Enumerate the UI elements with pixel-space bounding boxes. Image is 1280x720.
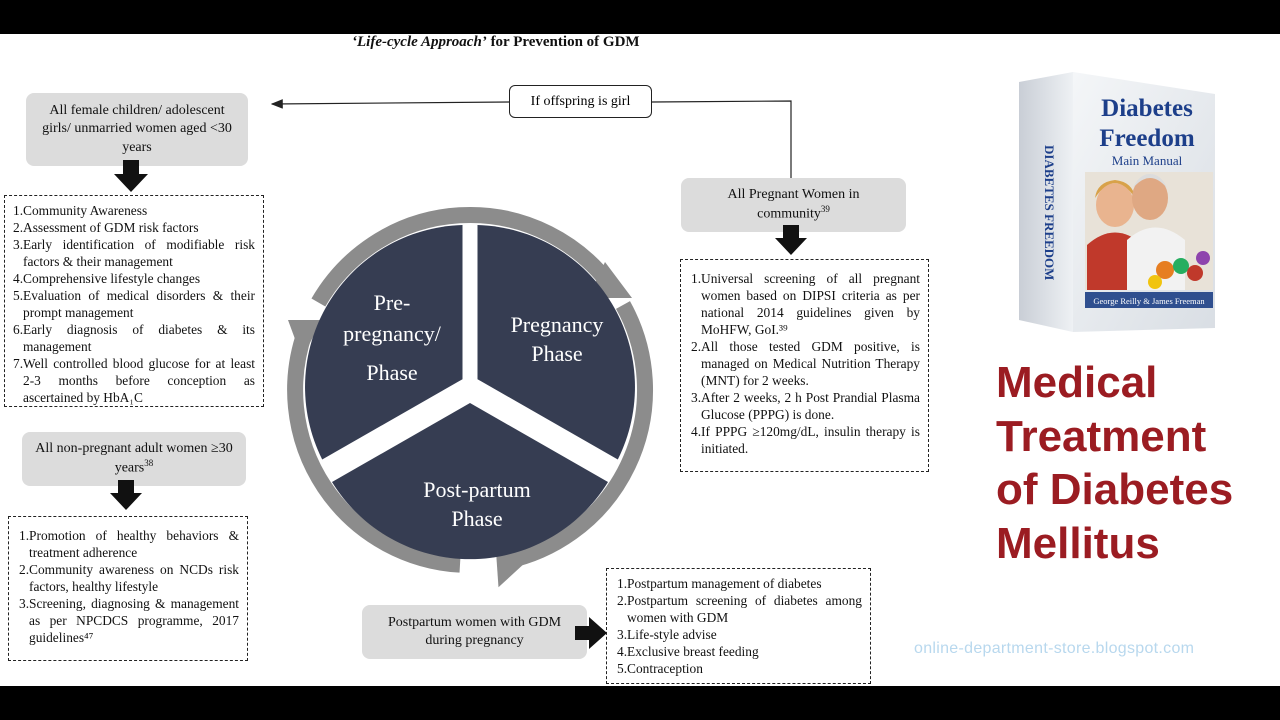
- book-title: Diabetes: [1101, 95, 1193, 122]
- pregnancy-label: Pregnancy: [511, 312, 604, 337]
- female-children-list: 1.Community Awareness 2.Assessment of GD…: [13, 202, 255, 406]
- headline-line: Treatment: [996, 411, 1207, 461]
- nonpregnant-list: 1.Promotion of healthy behaviors & treat…: [19, 527, 239, 646]
- list-item: 3.After 2 weeks, 2 h Post Prandial Plasm…: [691, 390, 920, 423]
- offspring-label: If offspring is girl: [530, 93, 631, 109]
- postpartum-list: 1.Postpartum management of diabetes 2.Po…: [617, 575, 862, 677]
- pregnant-women-list: 1.Universal screening of all pregnant wo…: [691, 270, 920, 457]
- book-spine: [1019, 72, 1073, 332]
- book-authors: George Reilly & James Freeman: [1093, 296, 1205, 306]
- pregnant-women-actions: 1.Universal screening of all pregnant wo…: [680, 259, 929, 472]
- headline: Medical Treatment of Diabetes Mellitus: [996, 356, 1233, 571]
- nonpregnant-text: All non-pregnant adult women ≥30 years: [35, 440, 233, 476]
- cycle-arrow-head: [288, 320, 322, 358]
- female-children-actions: 1.Community Awareness 2.Assessment of GD…: [4, 195, 264, 407]
- list-item: 1.Postpartum management of diabetes: [617, 576, 822, 591]
- list-item: 3.Life-style advise: [617, 627, 717, 643]
- diagram-title: ‘Life-cycle Approach’ for Prevention of …: [352, 34, 640, 50]
- post-partum-label: Phase: [451, 506, 502, 531]
- headline-line: Medical: [996, 358, 1158, 407]
- down-arrow-icon: [110, 480, 142, 510]
- postpartum-actions: 1.Postpartum management of diabetes 2.Po…: [606, 568, 871, 684]
- segment-post-partum: [332, 403, 608, 560]
- book-spine-text: DIABETES FREEDOM: [1042, 145, 1057, 280]
- headline-line: of Diabetes: [996, 465, 1234, 515]
- pre-pregnancy-label: Pre-: [374, 290, 411, 315]
- citation: 39: [820, 204, 830, 215]
- letterbox-bottom: [0, 686, 1280, 720]
- list-item: 2.Postpartum screening of diabetes among…: [617, 593, 862, 626]
- list-item: 2.Community awareness on NCDs risk facto…: [19, 562, 239, 595]
- pregnant-women-box: All Pregnant Women in community39: [681, 178, 906, 232]
- cycle-ring-arc: [498, 301, 654, 571]
- list-item: 7.Well controlled blood glucose for at l…: [13, 356, 255, 406]
- book-cover-photo: [1085, 172, 1213, 290]
- pre-pregnancy-label: Phase: [366, 360, 417, 385]
- headline-line: Mellitus: [996, 519, 1160, 569]
- pregnancy-label: Phase: [531, 341, 582, 366]
- list-item: 6.Early diagnosis of diabetes & its mana…: [13, 322, 255, 355]
- female-children-box: All female children/ adolescent girls/ u…: [26, 93, 248, 166]
- postpartum-text: Postpartum women with GDM during pregnan…: [387, 614, 562, 648]
- citation: 38: [144, 458, 154, 469]
- list-item: 4.If PPPG ≥120mg/dL, insulin therapy is …: [691, 424, 920, 457]
- cycle-ring-arc: [287, 329, 461, 573]
- post-partum-label: Post-partum: [423, 477, 531, 502]
- book-title: Freedom: [1099, 125, 1195, 152]
- list-item: 2.Assessment of GDM risk factors: [13, 220, 199, 236]
- list-item: 5.Contraception: [617, 661, 703, 677]
- list-item: 1.Community Awareness: [13, 203, 148, 218]
- nonpregnant-actions: 1.Promotion of healthy behaviors & treat…: [8, 516, 248, 661]
- book-subtitle: Main Manual: [1112, 153, 1183, 168]
- arrow-to-female-children: [270, 99, 510, 109]
- list-item: 3.Screening, diagnosing & management as …: [19, 596, 239, 646]
- female-children-text: All female children/ adolescent girls/ u…: [42, 103, 232, 155]
- letterbox-top: [0, 0, 1280, 34]
- list-item: 2.All those tested GDM positive, is mana…: [691, 339, 920, 389]
- postpartum-box: Postpartum women with GDM during pregnan…: [362, 605, 587, 659]
- pregnant-women-text: All Pregnant Women in community: [727, 186, 860, 222]
- segment-pregnancy: [477, 225, 635, 460]
- watermark-url: online-department-store.blogspot.com: [914, 640, 1195, 657]
- list-item: 3.Early identification of modifiable ris…: [13, 237, 255, 270]
- list-item: 5.Evaluation of medical disorders & thei…: [13, 288, 255, 321]
- down-arrow-icon: [775, 225, 807, 255]
- right-arrow-icon: [575, 617, 607, 649]
- list-item: 4.Comprehensive lifestyle changes: [13, 271, 201, 287]
- pre-pregnancy-label: pregnancy/: [343, 321, 442, 346]
- segment-pre-pregnancy: [305, 225, 463, 460]
- cycle-arrow-head: [495, 545, 537, 588]
- offspring-label-box: If offspring is girl: [509, 85, 652, 118]
- line-from-pregnant-women: [651, 100, 792, 178]
- cycle-ring-arc: [311, 206, 617, 307]
- lifecycle-diagram: Pre- pregnancy/ Phase Pregnancy Phase Po…: [287, 206, 654, 588]
- book-author-band: [1085, 292, 1213, 308]
- list-item: 1.Universal screening of all pregnant wo…: [691, 271, 920, 338]
- nonpregnant-box: All non-pregnant adult women ≥30 years38: [22, 432, 246, 486]
- list-item: 1.Promotion of healthy behaviors & treat…: [19, 528, 239, 561]
- diabetes-freedom-book-image: DIABETES FREEDOM Diabetes Freedom Main M…: [1019, 72, 1215, 332]
- down-arrow-icon: [114, 160, 148, 192]
- list-item: 4.Exclusive breast feeding: [617, 644, 759, 660]
